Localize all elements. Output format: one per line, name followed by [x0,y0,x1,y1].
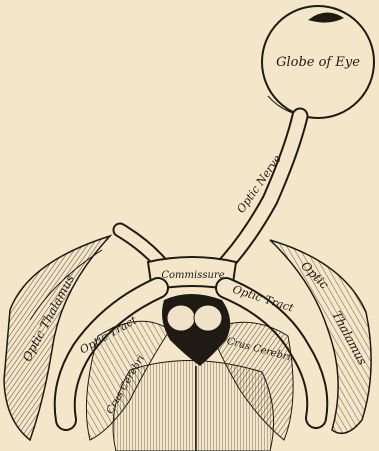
label-globe-of-eye: Globe of Eye [276,55,360,70]
label-commissure: Commissure [161,270,224,281]
mammillary-body-left [167,305,195,331]
mammillary-body-right [194,305,222,331]
tuber-cinereum [162,294,230,366]
